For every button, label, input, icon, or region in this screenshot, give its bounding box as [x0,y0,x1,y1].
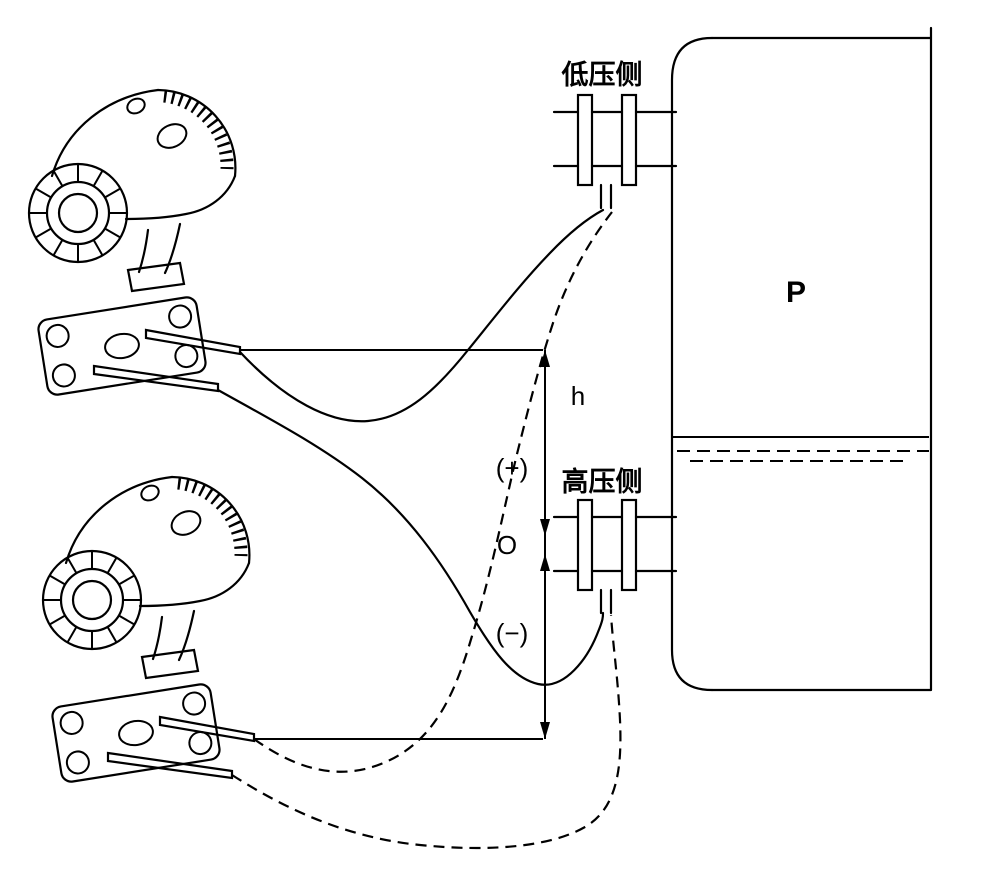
impulse-line-dashed-to-hp [231,614,622,850]
dimension-label-h: h [571,381,585,411]
low-pressure-nozzle-drawing [552,93,678,210]
arrowhead-up-mid [540,554,550,571]
nozzle-high-pressure: 高压侧 [552,466,678,615]
high-pressure-label: 高压侧 [562,466,643,497]
low-pressure-label: 低压侧 [561,60,643,90]
nozzle-low-pressure: 低压侧 [552,60,678,210]
arrowhead-up-top [540,350,550,367]
impulse-line-solid-to-lp [238,208,605,423]
arrowhead-down-bottom [540,722,550,739]
high-pressure-nozzle-drawing [552,498,678,615]
liquid-level [673,436,929,462]
arrowhead-down-mid [540,519,550,536]
dimension-label-minus: (−) [496,618,529,648]
dimension-label-zero: O [497,530,517,560]
dimension: h (+) O (−) [240,349,585,740]
impulse-line-solid-to-hp [216,388,605,686]
tank-shell [710,26,933,692]
tank: P [670,26,933,692]
transmitter-upper [29,90,240,396]
impulse-line-dashed-to-lp [253,211,613,773]
tank-pressure-label: P [786,276,806,309]
transmitter-lower [43,477,254,783]
dimension-label-plus: (+) [496,453,529,483]
tank-left-wall [670,36,714,692]
